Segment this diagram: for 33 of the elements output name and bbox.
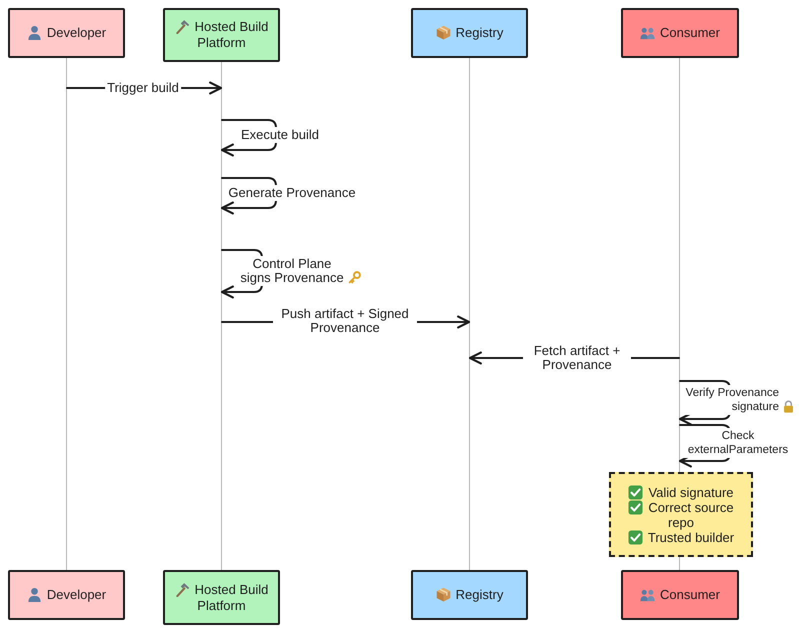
participant-label: Developer <box>46 25 106 40</box>
lifeline <box>221 62 222 570</box>
participant-box <box>163 8 280 62</box>
message-label: Control Plane signs Provenance <box>239 257 345 285</box>
participant-box <box>621 570 739 620</box>
note-text: Valid signature <box>648 484 734 500</box>
message-label: Verify Provenance signature <box>684 386 779 414</box>
note-text: Correct source repo <box>648 500 734 530</box>
message-label: Trigger build <box>107 81 179 95</box>
participant-label: Consumer <box>660 587 720 602</box>
participant-label: Developer <box>46 587 106 602</box>
self-message-arrow <box>220 177 277 214</box>
lifeline <box>469 58 470 570</box>
participant-label: Hosted Build Platform <box>194 582 268 612</box>
message-label: Push artifact + Signed Provenance <box>280 307 410 335</box>
message-label: Fetch artifact + Provenance <box>532 344 622 372</box>
message-label: Execute build <box>240 128 320 142</box>
participant-box <box>8 8 125 58</box>
participant-label: Registry <box>456 587 504 602</box>
note-text: Trusted builder <box>648 530 734 544</box>
participant-box <box>163 570 280 625</box>
participant-label: Hosted Build Platform <box>194 19 268 50</box>
participant-label: Consumer <box>660 25 720 40</box>
participant-box <box>621 8 739 58</box>
participant-box <box>411 570 528 620</box>
message-label: Check externalParameters <box>686 429 790 457</box>
lifeline <box>66 58 67 570</box>
participant-box <box>8 570 125 620</box>
note-box <box>609 472 753 557</box>
message-label: Generate Provenance <box>228 186 356 200</box>
participant-box <box>411 8 528 58</box>
self-message-arrow <box>220 119 277 156</box>
participant-label: Registry <box>456 25 504 40</box>
